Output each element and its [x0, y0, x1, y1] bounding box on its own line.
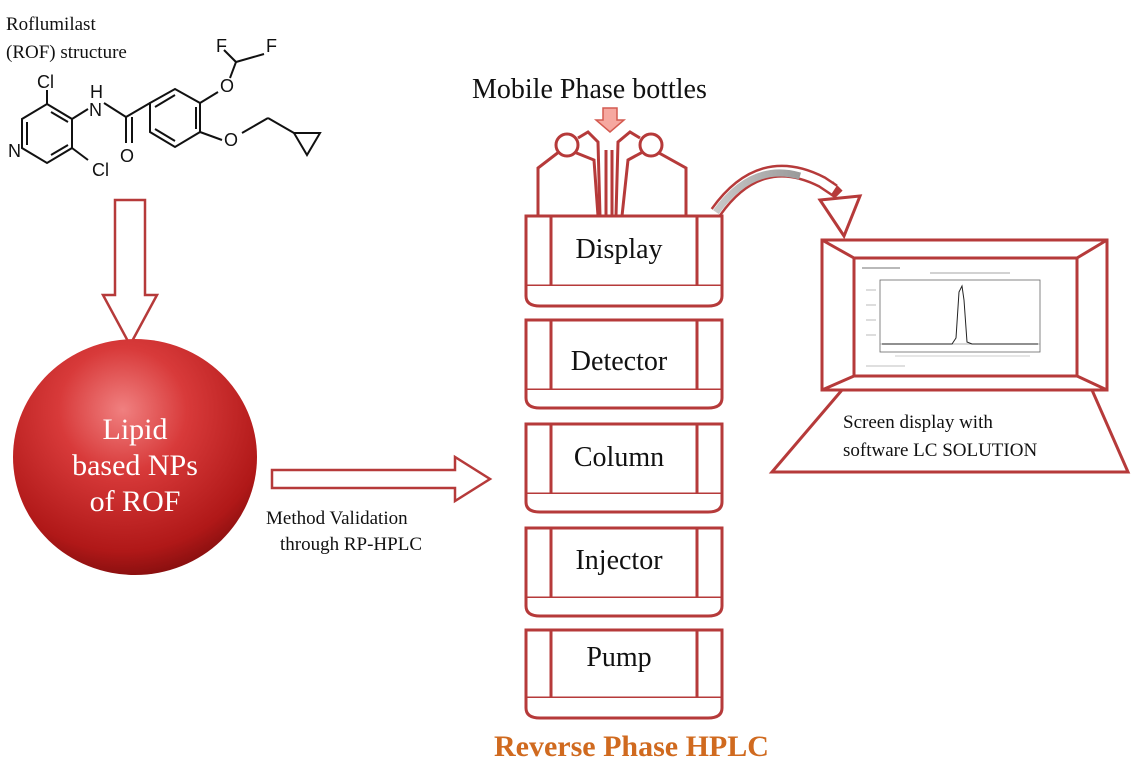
module-label-pump: Pump: [586, 642, 652, 673]
down-arrow: [100, 198, 160, 348]
chromatogram-plot: [862, 267, 1041, 367]
screen-label-line1: Screen display with: [843, 412, 993, 433]
nps-line2: based NPs: [72, 449, 198, 482]
hplc-title: Reverse Phase HPLC: [494, 730, 769, 763]
mobile-phase-bottles: [536, 130, 688, 218]
roflumilast-structure: [21, 49, 322, 165]
lipid-nps-sphere: [13, 339, 257, 575]
hplc-module-injector: [524, 526, 724, 618]
module-label-injector: Injector: [575, 545, 663, 576]
atom-n-amide: N: [89, 100, 102, 120]
curved-arrow: [710, 164, 863, 240]
module-label-detector: Detector: [570, 346, 668, 377]
atom-n-ring: N: [8, 141, 21, 161]
atom-h: H: [90, 82, 103, 102]
hplc-module-detector: [524, 318, 724, 410]
atom-f1: F: [216, 36, 227, 56]
bottles-label: Mobile Phase bottles: [472, 74, 707, 105]
nps-line3: of ROF: [89, 485, 181, 518]
nps-line1: Lipid: [102, 413, 168, 446]
rof-caption-line2: (ROF) structure: [6, 42, 127, 63]
validation-line2: through RP-HPLC: [280, 534, 422, 555]
atom-o3: O: [120, 146, 135, 166]
module-label-column: Column: [573, 442, 665, 473]
bottles-pointer-arrow: [593, 107, 627, 133]
hplc-module-pump: [524, 628, 724, 720]
atom-f2: F: [266, 36, 277, 56]
atom-o1: O: [220, 76, 235, 96]
atom-o2: O: [224, 130, 239, 150]
validation-line1: Method Validation: [266, 508, 408, 529]
hplc-module-display: [524, 214, 724, 308]
atom-cl1: Cl: [37, 72, 54, 92]
right-arrow: [270, 454, 493, 504]
rof-caption-line1: Roflumilast: [6, 14, 96, 35]
module-label-display: Display: [575, 234, 663, 265]
hplc-module-column: [524, 422, 724, 514]
screen-label-line2: software LC SOLUTION: [843, 440, 1038, 461]
atom-cl2: Cl: [92, 160, 109, 180]
